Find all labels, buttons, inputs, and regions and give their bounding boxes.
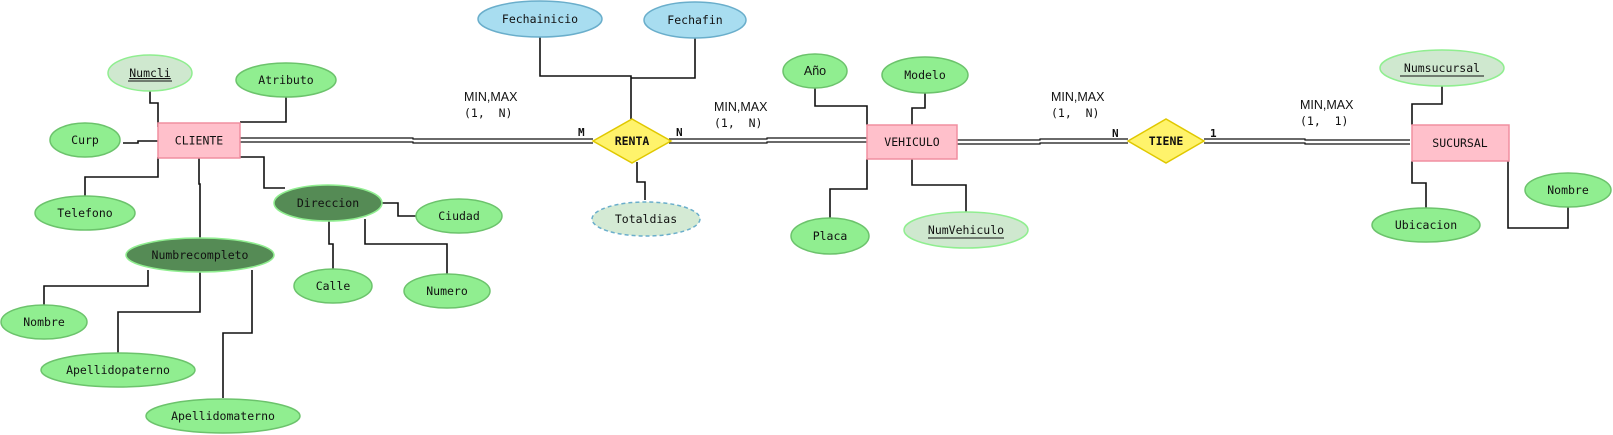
attribute-numsucursal-key[interactable]: Numsucursal [1379, 49, 1505, 87]
link-direccion [240, 156, 285, 189]
attribute-apellidomaterno-label: Apellidomaterno [171, 409, 275, 423]
link-curp [123, 140, 158, 144]
link-atributo [240, 95, 287, 123]
link-telefono [84, 157, 159, 197]
attribute-telefono[interactable]: Telefono [34, 195, 136, 231]
attribute-numvehiculo-key[interactable]: NumVehiculo [903, 211, 1029, 249]
minmax-vehiculo-renta: MIN,MAX (1, N) [714, 100, 768, 130]
minmax-vehiculo-tiene-title: MIN,MAX [1051, 90, 1105, 104]
relationship-tiene[interactable]: TIENE [1126, 118, 1206, 164]
link-nombre-cliente [43, 270, 149, 305]
link-numero [364, 219, 448, 274]
link-modelo [911, 93, 926, 125]
minmax-sucursal-value: (1, 1) [1300, 114, 1348, 128]
link-numcli [149, 88, 159, 127]
link-numbrecompleto [198, 157, 201, 240]
link-numsucursal [1411, 86, 1443, 125]
attribute-modelo[interactable]: Modelo [881, 56, 969, 94]
link-renta-vehiculo [669, 137, 867, 144]
attribute-numsucursal-label: Numsucursal [1404, 61, 1480, 75]
entity-vehiculo-label: VEHICULO [884, 135, 939, 149]
attribute-apellidopaterno[interactable]: Apellidopaterno [40, 352, 196, 388]
attribute-fechainicio-label: Fechainicio [502, 12, 578, 26]
attribute-direccion-composite[interactable]: Direccion [273, 184, 383, 222]
link-fechafin [631, 37, 696, 79]
attribute-placa[interactable]: Placa [790, 217, 870, 255]
cardinality-vehiculo-tiene: N [1112, 127, 1119, 140]
attribute-numero[interactable]: Numero [403, 273, 491, 309]
minmax-vehiculo-tiene: MIN,MAX (1, N) [1051, 90, 1105, 120]
link-placa [829, 159, 868, 218]
attribute-calle[interactable]: Calle [293, 268, 373, 304]
attribute-nombre-cliente-label: Nombre [23, 315, 65, 329]
link-apellidopaterno [117, 270, 201, 353]
attribute-numbrecompleto-composite[interactable]: Numbrecompleto [125, 237, 275, 273]
attribute-apellidomaterno[interactable]: Apellidomaterno [145, 398, 301, 434]
minmax-sucursal-title: MIN,MAX [1300, 98, 1354, 112]
relationship-tiene-label: TIENE [1149, 134, 1184, 148]
cardinality-renta-vehiculo: N [676, 126, 683, 139]
attribute-numvehiculo-label: NumVehiculo [928, 223, 1004, 237]
attribute-atributo[interactable]: Atributo [235, 62, 337, 98]
link-ubicacion [1411, 161, 1427, 208]
attribute-ubicacion-label: Ubicacion [1395, 218, 1457, 232]
attribute-fechainicio[interactable]: Fechainicio [477, 0, 603, 38]
attribute-nombre-cliente[interactable]: Nombre [0, 304, 88, 340]
cardinality-cliente-renta: M [578, 126, 585, 139]
link-fechainicio [539, 37, 632, 119]
attribute-anio[interactable]: Año [782, 53, 848, 89]
entity-sucursal-label: SUCURSAL [1432, 136, 1487, 150]
attribute-anio-label: Año [804, 64, 826, 78]
attribute-ciudad-label: Ciudad [438, 209, 480, 223]
cardinality-tiene-sucursal: 1 [1210, 127, 1217, 140]
attribute-apellidopaterno-label: Apellidopaterno [66, 363, 170, 377]
attribute-curp[interactable]: Curp [49, 122, 121, 158]
attribute-atributo-label: Atributo [258, 73, 313, 87]
link-apellidomaterno [222, 270, 253, 398]
attribute-fechafin-label: Fechafin [667, 13, 722, 27]
link-numvehiculo [911, 159, 967, 212]
minmax-cliente-value: (1, N) [464, 106, 512, 120]
attribute-numcli-key[interactable]: Numcli [107, 54, 193, 92]
attribute-numcli-label: Numcli [129, 66, 171, 80]
relationship-renta[interactable]: RENTA [591, 118, 673, 164]
attribute-modelo-label: Modelo [904, 68, 946, 82]
link-calle [328, 219, 334, 270]
attribute-nombre-sucursal[interactable]: Nombre [1524, 172, 1612, 208]
entity-cliente[interactable]: CLIENTE [157, 122, 241, 159]
link-vehiculo-tiene [957, 138, 1128, 145]
link-nombre-sucursal [1507, 161, 1569, 229]
link-anio [814, 88, 868, 125]
connectors [43, 37, 1569, 398]
link-tiene-sucursal [1204, 138, 1410, 145]
minmax-sucursal: MIN,MAX (1, 1) [1300, 98, 1354, 128]
attribute-ubicacion[interactable]: Ubicacion [1371, 207, 1481, 243]
relationship-renta-label: RENTA [615, 134, 650, 148]
entity-sucursal[interactable]: SUCURSAL [1411, 124, 1510, 162]
attribute-nombre-sucursal-label: Nombre [1547, 183, 1589, 197]
minmax-vehiculo-tiene-value: (1, N) [1051, 106, 1099, 120]
minmax-cliente: MIN,MAX (1, N) [464, 90, 518, 120]
attribute-totaldias-label: Totaldias [615, 212, 677, 226]
minmax-vehiculo-renta-value: (1, N) [714, 116, 762, 130]
link-totaldias [636, 162, 646, 200]
attribute-totaldias-derived[interactable]: Totaldias [591, 201, 701, 237]
attribute-curp-label: Curp [71, 133, 99, 147]
minmax-vehiculo-renta-title: MIN,MAX [714, 100, 768, 114]
link-ciudad [382, 202, 416, 217]
attribute-telefono-label: Telefono [57, 206, 112, 220]
attribute-direccion-label: Direccion [297, 196, 359, 210]
attribute-ciudad[interactable]: Ciudad [415, 198, 503, 234]
attribute-fechafin[interactable]: Fechafin [643, 1, 747, 39]
entity-cliente-label: CLIENTE [175, 134, 224, 148]
attribute-numbrecompleto-label: Numbrecompleto [152, 248, 249, 262]
attribute-calle-label: Calle [316, 279, 351, 293]
link-cliente-renta [240, 137, 593, 144]
minmax-cliente-title: MIN,MAX [464, 90, 518, 104]
attribute-placa-label: Placa [813, 229, 848, 243]
attribute-numero-label: Numero [426, 284, 468, 298]
entity-vehiculo[interactable]: VEHICULO [866, 124, 958, 160]
